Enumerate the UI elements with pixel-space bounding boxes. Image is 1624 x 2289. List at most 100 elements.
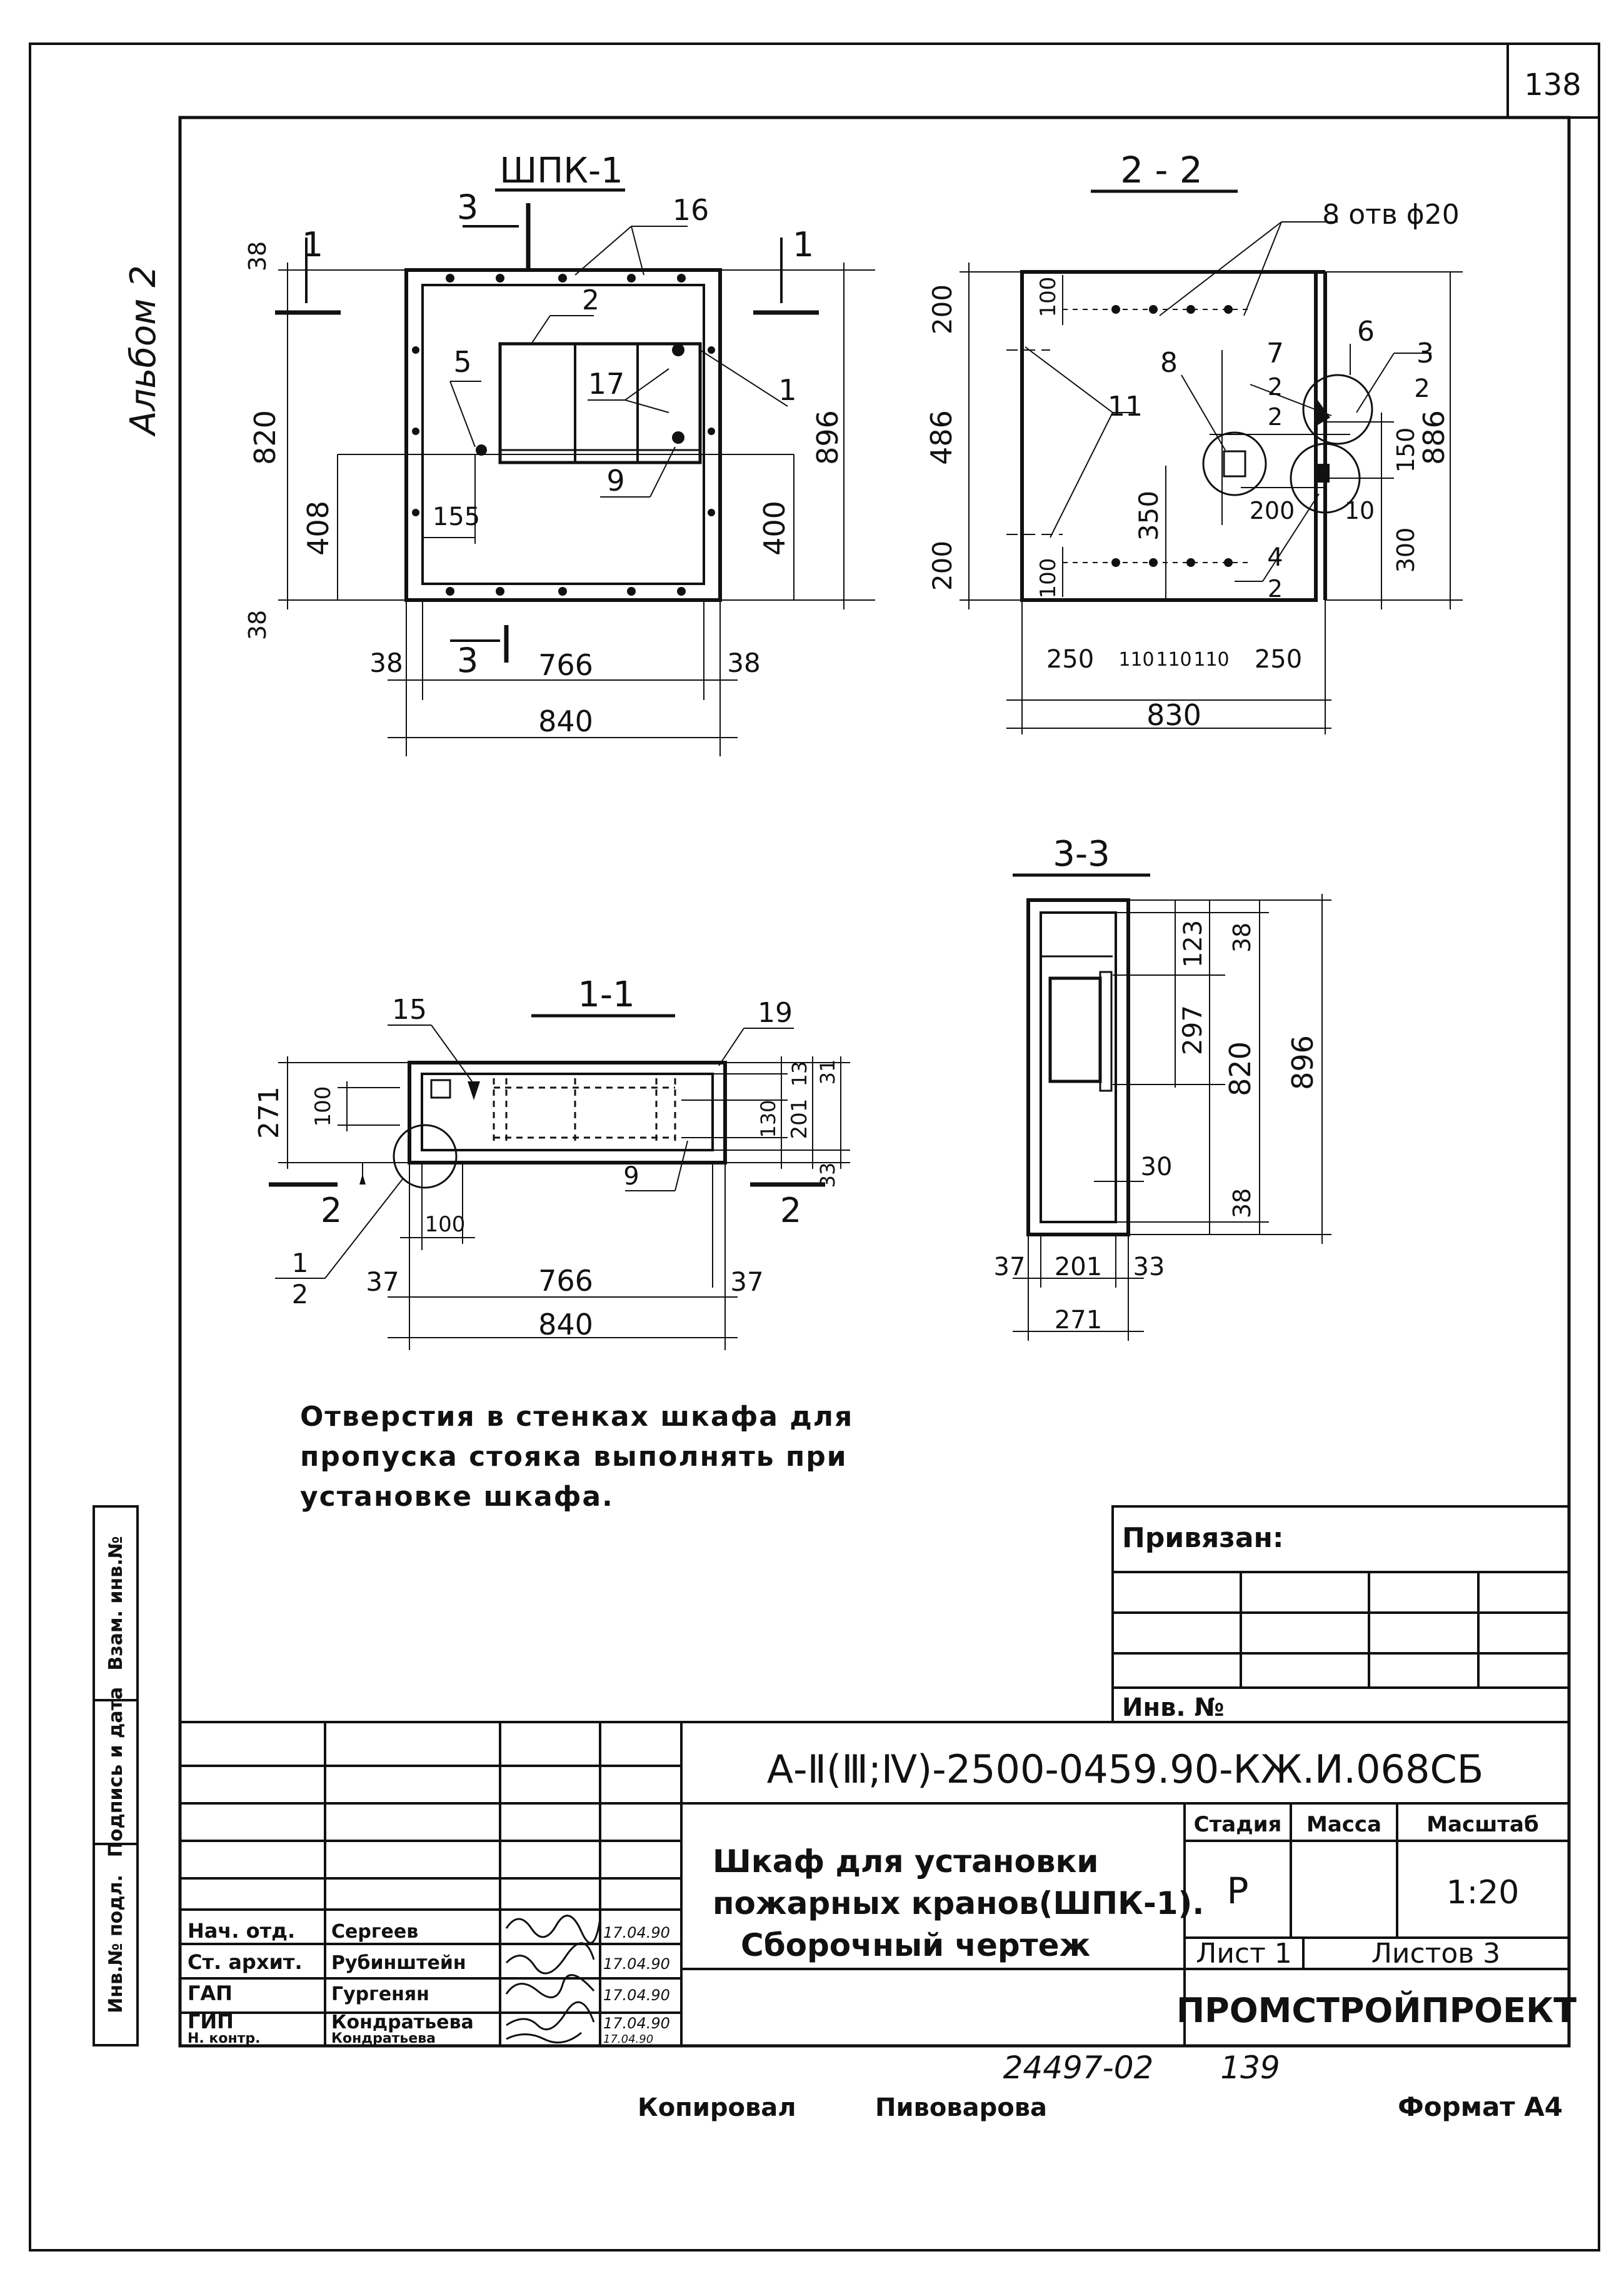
plan-dim-400: 400 (758, 501, 791, 556)
s22-callout-11: 11 (1108, 391, 1143, 423)
album-label: Альбом 2 (123, 265, 164, 437)
s11-cut-2-right: 2 (780, 1191, 801, 1230)
s33-dim-33: 33 (1133, 1253, 1165, 1281)
s22-dim-250-right: 250 (1255, 645, 1302, 674)
section-2-2: 2 - 2 8 отв ϕ20 (925, 149, 1463, 734)
plan-callout-5: 5 (453, 345, 471, 379)
s33-dim-271: 271 (1055, 1306, 1102, 1335)
staff-role-2: ГАП (188, 1981, 233, 2005)
s22-dim-886: 886 (1417, 410, 1451, 465)
staff-date-4: 17.04.90 (603, 2033, 653, 2046)
plan-callout-16: 16 (673, 193, 709, 227)
plan-dim-408: 408 (301, 501, 335, 556)
s22-callout-3: 3 (1416, 338, 1434, 369)
s22-dim-100-bottom: 100 (1036, 558, 1061, 599)
section-1-1-inner (421, 1073, 714, 1151)
note-block: Отверстия в стенках шкафа для пропуска с… (300, 1397, 988, 1517)
s22-dim-830: 830 (1146, 698, 1201, 732)
footer-copied-label: Копировал (638, 2093, 796, 2122)
s11-dim-33: 33 (816, 1163, 840, 1188)
staff-role-5: Нач. отд. (188, 1919, 295, 1943)
note-line-1: Отверстия в стенках шкафа для (300, 1401, 854, 1433)
staff-date-1: 17.04.90 (603, 1955, 670, 1973)
s22-callout-6: 6 (1357, 316, 1375, 348)
s11-dim-37-right: 37 (730, 1266, 763, 1297)
plan-callout-1: 1 (778, 373, 796, 407)
plan-callout-17: 17 (588, 367, 625, 401)
plan-dim-896: 896 (811, 410, 845, 465)
sheet-label: Лист 1 (1196, 1938, 1291, 1970)
scale-header: Масштаб (1426, 1812, 1538, 1837)
organization: ПРОМСТРОЙПРОЕКТ (1176, 1991, 1576, 2030)
section-3-3-outer (1026, 898, 1130, 1236)
detail-circle-6 (1302, 374, 1373, 445)
s33-dim-201: 201 (1055, 1253, 1102, 1281)
s11-callout-9: 9 (623, 1162, 639, 1191)
s22-callout-8: 8 (1160, 347, 1178, 379)
scale-value: 1:20 (1446, 1874, 1520, 1911)
s22-dim-110-b: 110 (1156, 649, 1191, 671)
plan-dim-840: 840 (538, 704, 593, 738)
s22-dim-486: 486 (925, 410, 958, 465)
s22-callout-3-num: 2 (1414, 374, 1430, 403)
plan-dim-766: 766 (538, 648, 593, 682)
document-code: А-Ⅱ(Ⅲ;Ⅳ)-2500-0459.90-КЖ.И.068СБ (767, 1746, 1484, 1792)
s11-callout-15: 15 (392, 994, 427, 1026)
s11-dim-840: 840 (538, 1308, 593, 1341)
s11-dim-100-bottom: 100 (425, 1212, 466, 1237)
plan-callout-cut-3-top: 3 (457, 188, 478, 227)
s33-dim-820: 820 (1223, 1041, 1257, 1096)
plan-dim-820: 820 (248, 410, 282, 465)
page-number: 138 (1524, 68, 1581, 103)
s11-callout-19: 19 (758, 997, 793, 1029)
s11-dim-271: 271 (253, 1086, 285, 1139)
s22-dim-200-inner: 200 (1250, 497, 1295, 524)
staff-name-2: Гургенян (331, 1983, 429, 2005)
section-3-3-title: 3-3 (1053, 834, 1110, 874)
s11-dim-130: 130 (756, 1099, 780, 1138)
binding-label: Привязан: (1122, 1522, 1284, 1554)
s11-dim-13: 13 (788, 1061, 811, 1087)
signatures (505, 1915, 601, 2044)
s11-dim-31: 31 (816, 1059, 840, 1085)
s33-dim-297: 297 (1177, 1005, 1208, 1055)
s11-callout-1-num: 2 (292, 1279, 309, 1310)
s11-cut-2-left: 2 (321, 1191, 342, 1230)
section-1-1: 1-1 (253, 974, 850, 1350)
side-label-signature: Подпись и дата (105, 1687, 127, 1857)
note-line-3: установке шкафа. (300, 1481, 614, 1513)
note-line-2: пропуска стояка выполнять при (300, 1441, 848, 1473)
section-3-3-inner (1040, 911, 1117, 1223)
plan-callout-9: 9 (606, 464, 624, 498)
s33-dim-123: 123 (1179, 920, 1208, 968)
s22-dim-110-a: 110 (1118, 649, 1154, 671)
sheets-label: Листов 3 (1371, 1938, 1500, 1970)
s33-dim-30: 30 (1141, 1153, 1173, 1181)
s22-dim-200-top: 200 (927, 284, 958, 334)
s22-callout-4: 4 (1267, 543, 1283, 572)
s22-callout-2-inner: 2 (1268, 403, 1283, 431)
footer-copied-by: Пивоварова (875, 2093, 1047, 2122)
staff-name-3: Кондратьева (331, 2011, 474, 2033)
plan-dim-38-left: 38 (369, 648, 403, 678)
s11-dim-37-left: 37 (366, 1266, 399, 1297)
plan-dim-155: 155 (433, 503, 480, 531)
staff-date-5: 17.04.90 (603, 1924, 670, 1941)
staff-role-3: ГИП (188, 2010, 234, 2033)
s22-dim-300: 300 (1392, 528, 1420, 573)
s33-dim-38-bottom: 38 (1228, 1188, 1256, 1218)
s22-dim-350: 350 (1133, 491, 1164, 541)
plan-callout-2: 2 (582, 284, 599, 316)
plan-valve-frame (498, 342, 702, 464)
staff-date-3: 17.04.90 (603, 2015, 670, 2032)
s22-callout-4-num: 2 (1268, 575, 1283, 603)
binding-inv-label: Инв. № (1122, 1693, 1225, 1722)
title-line-3: Сборочный чертеж (741, 1927, 1091, 1963)
detail-circle-10 (1290, 443, 1361, 514)
staff-role-4: Н. контр. (188, 2031, 261, 2046)
s11-dim-766: 766 (538, 1264, 593, 1298)
title-line-2: пожарных кранов(ШПК-1). (713, 1885, 1204, 1921)
s11-callout-1: 1 (292, 1248, 309, 1278)
plan-title: ШПК-1 (499, 151, 623, 191)
